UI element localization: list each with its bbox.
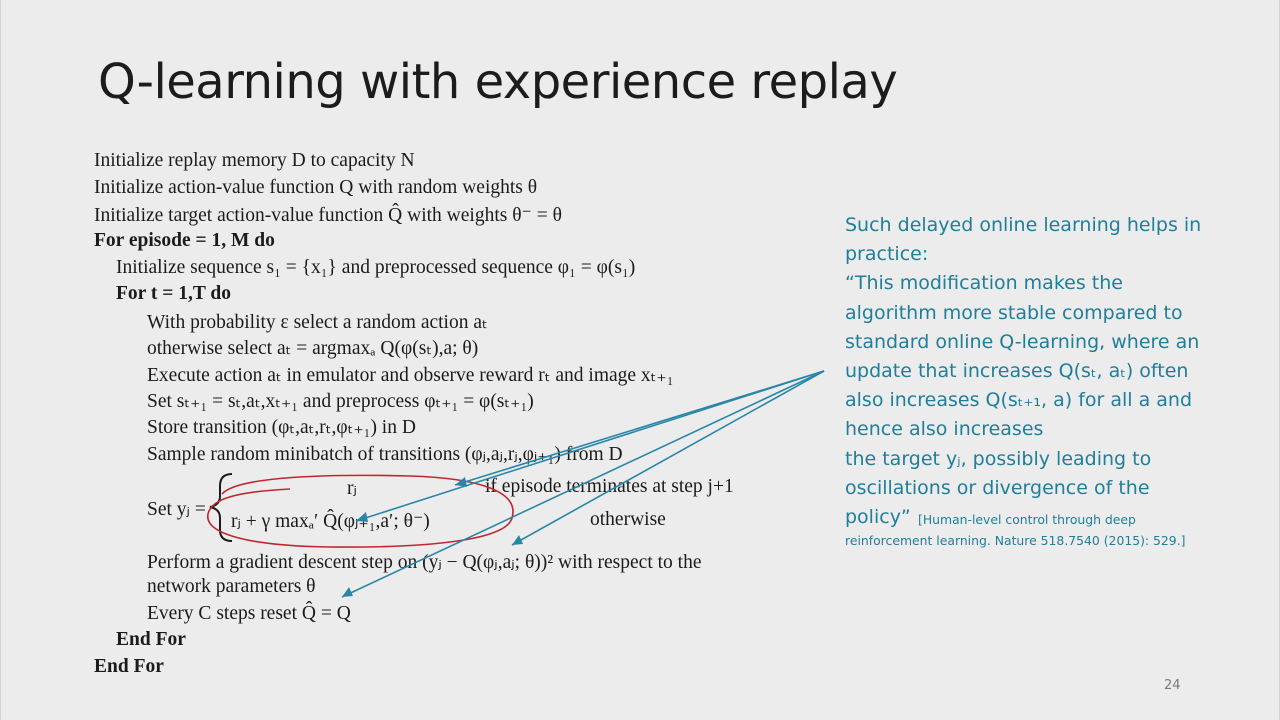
citation: reinforcement learning. Nature 518.7540 … xyxy=(845,530,1185,551)
citation-line: reinforcement learning. Nature 518.7540 … xyxy=(845,533,1186,548)
algo-line: Store transition (φₜ,aₜ,rₜ,φₜ₊₁) in D xyxy=(147,417,416,438)
algo-case-otherwise-label: otherwise xyxy=(590,509,666,530)
algo-line: Initialize action-value function Q with … xyxy=(94,177,538,198)
page-number: 24 xyxy=(1164,678,1181,693)
sidebar-line: oscillations or divergence of the xyxy=(845,476,1150,499)
sidebar-line: hence also increases xyxy=(845,418,1044,441)
sidebar-quote: Such delayed online learning helps in pr… xyxy=(845,211,1235,532)
arrow-to-sampled-transition xyxy=(511,370,825,546)
algo-line-end-for-outer: End For xyxy=(94,656,164,677)
sidebar-line: update that increases Q(sₜ, aₜ) often xyxy=(845,360,1189,383)
algo-line-set-y: Set yⱼ = xyxy=(147,499,206,520)
citation: [Human-level control through deep xyxy=(918,509,1136,530)
citation-line: [Human-level control through deep xyxy=(918,512,1136,527)
algo-line: Every C steps reset Q̂ = Q xyxy=(147,603,351,624)
algo-case-terminal-condition: if episode terminates at step j+1 xyxy=(485,476,734,497)
arrow-head xyxy=(512,535,523,545)
sidebar-line: standard online Q-learning, where an xyxy=(845,330,1200,353)
algo-line-end-for-inner: End For xyxy=(116,629,186,650)
algo-case-otherwise-value: rⱼ + γ maxₐ′ Q̂(φⱼ₊₁,a′; θ⁻) xyxy=(231,511,430,532)
algo-line: network parameters θ xyxy=(147,576,316,597)
arrow-heads xyxy=(342,477,523,597)
arrow-head xyxy=(455,477,467,487)
sidebar-line: Such delayed online learning helps in xyxy=(845,214,1202,236)
algo-line: Initialize sequence s₁ = {x₁} and prepro… xyxy=(116,257,636,278)
arrow-head xyxy=(356,512,368,522)
sidebar-line: the target yⱼ, possibly leading to xyxy=(845,447,1152,470)
algo-line: otherwise select aₜ = argmaxₐ Q(φ(sₜ),a;… xyxy=(147,338,479,359)
arrow-to-transition-batch xyxy=(454,370,825,486)
blue-arrows xyxy=(341,370,825,598)
algo-line: Set sₜ₊₁ = sₜ,aₜ,xₜ₊₁ and preprocess φₜ₊… xyxy=(147,391,534,412)
algo-line: Perform a gradient descent step on (yⱼ −… xyxy=(147,552,702,573)
algo-line: Execute action aₜ in emulator and observ… xyxy=(147,365,674,386)
sidebar-line: also increases Q(sₜ₊₁, a) for all a and xyxy=(845,389,1193,412)
arrow-head xyxy=(342,587,353,597)
algo-line: Initialize target action-value function … xyxy=(94,205,562,226)
algo-case-terminal-value: rⱼ xyxy=(347,478,357,499)
algo-line: Initialize replay memory D to capacity N xyxy=(94,150,415,171)
algo-line-for-t: For t = 1,T do xyxy=(116,283,231,304)
sidebar-line: policy” xyxy=(845,506,911,529)
algo-line: Sample random minibatch of transitions (… xyxy=(147,444,623,465)
algo-line: With probability ε select a random actio… xyxy=(147,312,488,333)
sidebar-line: algorithm more stable compared to xyxy=(845,301,1183,324)
arrow-to-target-network xyxy=(355,370,825,522)
red-circle-annotation xyxy=(207,474,514,548)
arrow-to-parameters xyxy=(341,370,825,598)
sidebar-line: practice: xyxy=(845,243,929,266)
algo-line-for-episode: For episode = 1, M do xyxy=(94,230,275,251)
sidebar-line: “This modification makes the xyxy=(845,272,1123,295)
cases-brace xyxy=(209,473,233,542)
slide-title: Q-learning with experience replay xyxy=(98,54,898,110)
